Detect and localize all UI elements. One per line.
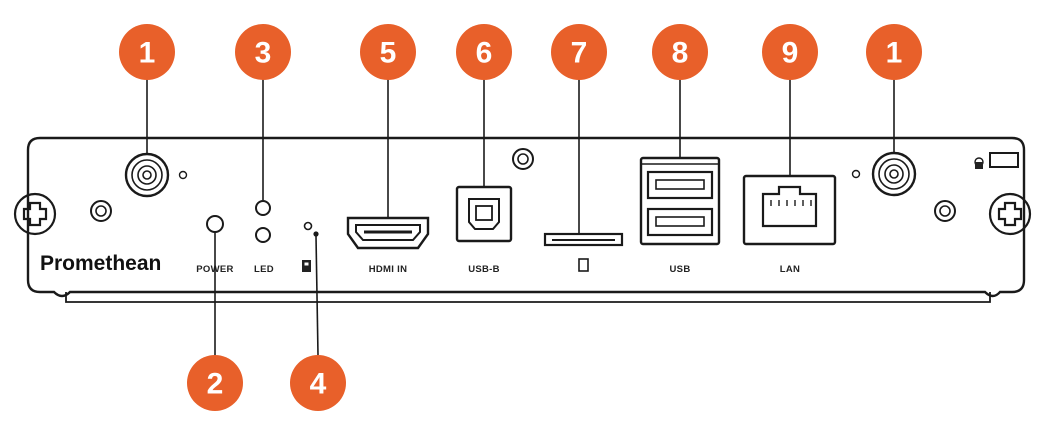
svg-text:9: 9 <box>782 37 799 70</box>
callout-antenna-left: 1 <box>119 24 175 80</box>
antenna-connector-left <box>124 152 188 198</box>
usb-label: USB <box>670 264 691 275</box>
sd-card-icon <box>578 258 589 272</box>
svg-text:5: 5 <box>380 37 397 70</box>
callout-led: 3 <box>235 24 291 80</box>
usb-b-label: USB-B <box>468 264 500 275</box>
panel-body <box>26 136 1026 303</box>
lan-port <box>742 174 837 246</box>
svg-text:1: 1 <box>886 37 903 70</box>
callout-hdmi-in: 5 <box>360 24 416 80</box>
led-label: LED <box>254 264 274 275</box>
callout-sd-card: 7 <box>551 24 607 80</box>
callout-antenna-right: 1 <box>866 24 922 80</box>
lock-slot <box>989 152 1019 168</box>
usb-b-port <box>455 185 513 243</box>
svg-text:7: 7 <box>571 37 588 70</box>
brand-logo: Promethean <box>40 252 161 275</box>
callout-usb: 8 <box>652 24 708 80</box>
mount-hole <box>90 200 112 222</box>
callout-power: 2 <box>187 355 243 411</box>
svg-text:8: 8 <box>672 37 689 70</box>
mount-hole <box>934 200 956 222</box>
svg-text:4: 4 <box>310 368 327 401</box>
lock-icon <box>974 157 984 169</box>
svg-text:3: 3 <box>255 37 272 70</box>
svg-text:1: 1 <box>139 37 156 70</box>
lan-label: LAN <box>780 264 800 275</box>
usb-ports <box>639 156 721 246</box>
callout-lan: 9 <box>762 24 818 80</box>
power-button <box>206 215 224 233</box>
svg-text:2: 2 <box>207 368 224 401</box>
callout-reset: 4 <box>290 355 346 411</box>
led-indicators <box>255 200 271 243</box>
callout-usb-b: 6 <box>456 24 512 80</box>
screw-icon <box>988 192 1032 236</box>
mount-hole <box>512 148 534 170</box>
svg-text:6: 6 <box>476 37 493 70</box>
hdmi-in-label: HDMI IN <box>369 264 408 275</box>
hdmi-port <box>346 216 430 250</box>
reset-pinhole <box>303 221 313 231</box>
reset-icon <box>302 260 311 272</box>
leader-lines <box>146 78 895 356</box>
screw-icon <box>13 192 57 236</box>
sd-card-slot <box>543 232 624 247</box>
antenna-connector-right <box>851 151 917 197</box>
